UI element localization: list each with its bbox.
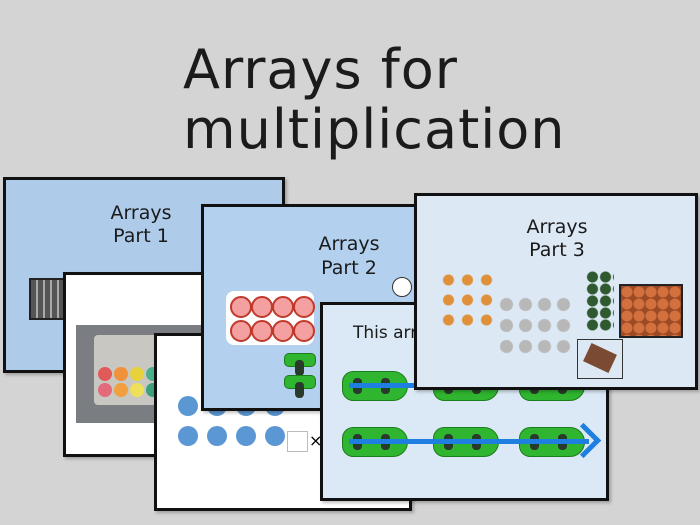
tree-array — [497, 294, 575, 356]
dot — [178, 396, 198, 416]
slide-arrays-part3[interactable]: Arrays Part 3 — [414, 193, 698, 390]
slide-title-line1: Arrays — [110, 202, 172, 224]
heading-line1: Arrays for — [183, 38, 458, 101]
car-icon — [284, 353, 332, 376]
slide-title-line2: Part 1 — [113, 225, 169, 247]
slide-title-line2: Part 3 — [529, 239, 585, 261]
dot — [207, 426, 227, 446]
dot — [236, 426, 256, 446]
green-dot-array — [586, 271, 614, 331]
chocolate-bar-image — [577, 339, 623, 379]
slide-title-line1: Arrays — [526, 216, 588, 238]
soccer-ball-icon — [392, 277, 412, 297]
apple-array — [226, 291, 315, 345]
arrow-row2 — [349, 439, 589, 444]
owl-array — [439, 270, 499, 330]
times-sign: × — [309, 431, 323, 450]
dot — [265, 426, 285, 446]
slide-title-line1: Arrays — [318, 233, 380, 255]
heading-line2: multiplication — [183, 98, 566, 161]
answer-box[interactable] — [287, 431, 308, 452]
egg-tray-image — [619, 284, 683, 338]
dot — [178, 426, 198, 446]
car-icon — [284, 375, 332, 398]
slide-caption: This arr — [353, 323, 418, 343]
slide-title-line2: Part 2 — [321, 257, 377, 279]
